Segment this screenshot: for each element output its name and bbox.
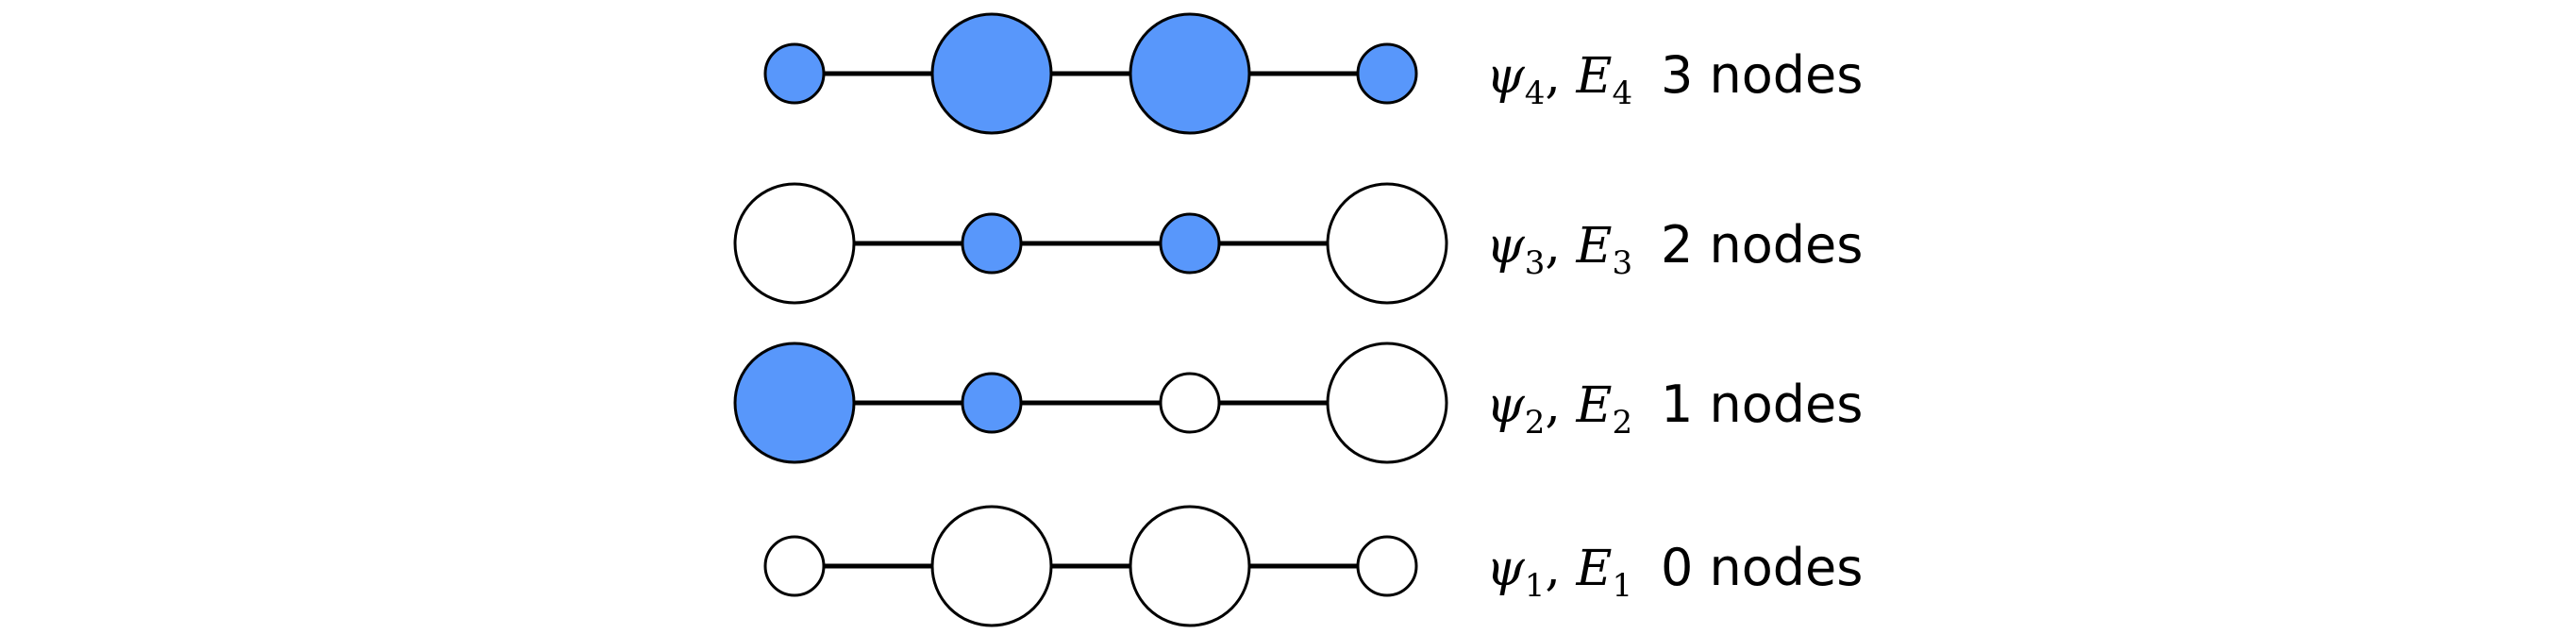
atom-lobe-filled — [961, 372, 1023, 434]
wavefunction-energy-label: ψ1, E1 — [1486, 541, 1632, 605]
atom-lobe-empty — [1129, 505, 1251, 627]
wavefunction-energy-label: ψ3, E3 — [1486, 218, 1632, 282]
atom-lobe-empty — [763, 535, 826, 597]
atom-lobe-empty — [1356, 535, 1418, 597]
node-count-label: 2 nodes — [1661, 215, 1863, 275]
orbital-row-psi3: ψ3, E3 2 nodes — [733, 182, 1863, 305]
atom-lobe-empty — [1326, 182, 1448, 305]
atom-lobe-filled — [733, 342, 856, 464]
wavefunction-energy-label: ψ2, E2 — [1486, 377, 1632, 442]
wavefunction-energy-label: ψ4, E4 — [1486, 48, 1632, 112]
atom-lobe-filled — [1356, 42, 1418, 105]
atom-lobe-filled — [1159, 212, 1221, 275]
node-count-label: 1 nodes — [1661, 375, 1863, 434]
atom-lobe-filled — [1129, 12, 1251, 135]
node-count-label: 0 nodes — [1661, 538, 1863, 597]
atom-lobe-empty — [1159, 372, 1221, 434]
atom-lobe-filled — [763, 42, 826, 105]
atom-lobe-empty — [930, 505, 1053, 627]
atom-lobe-filled — [930, 12, 1053, 135]
orbital-row-psi1: ψ1, E1 0 nodes — [763, 505, 1863, 627]
atom-lobe-filled — [961, 212, 1023, 275]
orbital-row-psi2: ψ2, E2 1 nodes — [733, 342, 1863, 464]
orbital-row-psi4: ψ4, E4 3 nodes — [763, 12, 1863, 135]
node-count-label: 3 nodes — [1661, 45, 1863, 105]
atom-lobe-empty — [733, 182, 856, 305]
atom-lobe-empty — [1326, 342, 1448, 464]
